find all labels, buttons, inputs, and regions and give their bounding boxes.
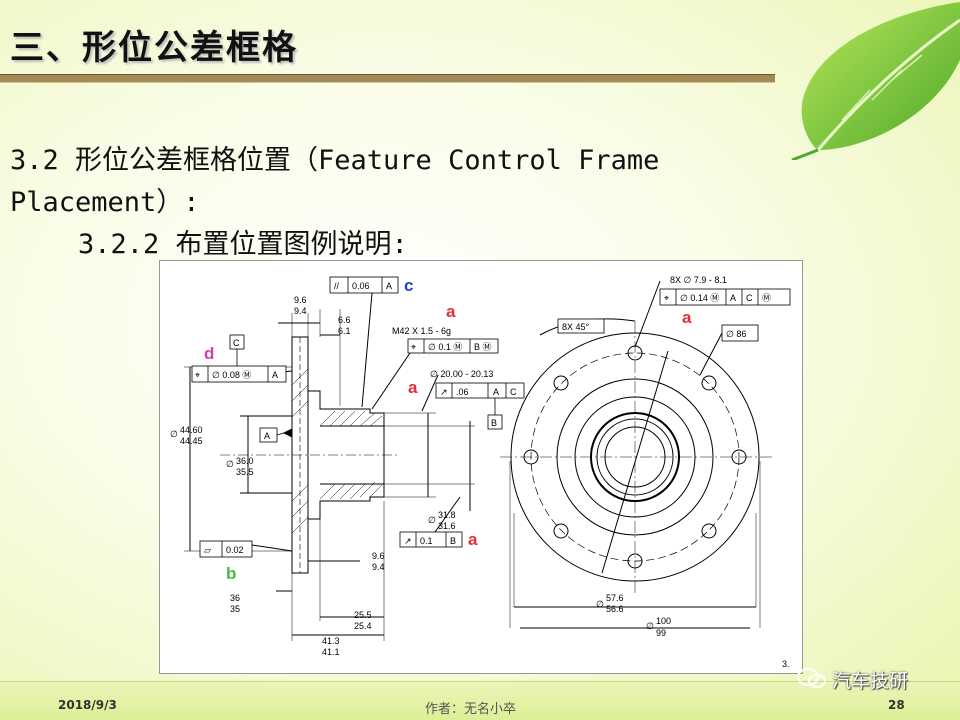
- dim-99: 99: [656, 628, 666, 638]
- runout20-datum-a: A: [493, 387, 499, 397]
- pos8x-symbol: ⌖: [664, 293, 669, 303]
- dim-31-8: 31.8: [438, 510, 456, 520]
- pos8x-datum-a: A: [730, 293, 736, 303]
- pos-d-value: ∅ 0.08 Ⓜ: [212, 370, 251, 380]
- dim-6-6: 6.6: [338, 315, 351, 325]
- slide-title: 三、形位公差框格: [10, 28, 298, 68]
- dim-25-4: 25.4: [354, 621, 372, 631]
- dim-44-45: 44.45: [180, 436, 203, 446]
- dim-25-5: 25.5: [354, 610, 372, 620]
- footer-date: 2018/9/3: [58, 698, 117, 712]
- dim-35: 35: [230, 604, 240, 614]
- pos-m42-symbol: ⌖: [411, 342, 416, 352]
- subsection-heading: 3.2.2 布置位置图例说明:: [78, 229, 408, 260]
- runout20-value: .06: [456, 387, 469, 397]
- dim-m42: M42 X 1.5 - 6g: [392, 326, 451, 336]
- dim-36-0: 36.0: [236, 456, 254, 466]
- pos8x-value: ∅ 0.14 Ⓜ: [680, 293, 719, 303]
- dim-44-60: 44.60: [180, 425, 203, 435]
- dim-20: ∅ 20.00 - 20.13: [430, 369, 493, 379]
- dim-dia-44: ∅: [170, 429, 178, 439]
- runout31-datum: B: [450, 536, 456, 546]
- pos-m42-datum: B Ⓜ: [474, 342, 492, 352]
- label-b: b: [226, 564, 236, 583]
- dim-holes: 8X ∅ 7.9 - 8.1: [670, 275, 727, 285]
- pos8x-mod: Ⓜ: [762, 293, 771, 303]
- datum-b: B: [491, 418, 497, 428]
- dim-angle: 8X 45°: [562, 322, 590, 332]
- engineering-drawing: // 0.06 A ⌖ ∅ 0.1 Ⓜ B Ⓜ ↗ .06 A C B ⌖ ∅ …: [159, 260, 803, 674]
- dim-31-6: 31.6: [438, 521, 456, 531]
- corner-mark: 3.: [782, 659, 790, 669]
- title-rule: [0, 74, 775, 83]
- datum-a: A: [264, 431, 270, 441]
- dim-56-6: 56.6: [606, 604, 624, 614]
- label-a-2: a: [408, 378, 418, 397]
- dim-9-6-top: 9.6: [294, 295, 307, 305]
- dim-9-4-bot: 9.4: [372, 562, 385, 572]
- subtitle-line1: 3.2 形位公差框格位置（Feature Control Frame: [10, 145, 660, 176]
- dim-9-4-top: 9.4: [294, 306, 307, 316]
- dim-100: 100: [656, 616, 671, 626]
- footer-band: [0, 682, 960, 720]
- dim-41-3: 41.3: [322, 636, 340, 646]
- label-a-1: a: [446, 302, 456, 321]
- label-d: d: [204, 344, 214, 363]
- drawing-svg: // 0.06 A ⌖ ∅ 0.1 Ⓜ B Ⓜ ↗ .06 A C B ⌖ ∅ …: [170, 275, 791, 669]
- parallel-symbol: //: [334, 281, 340, 291]
- dim-35-5: 35.5: [236, 467, 254, 477]
- dim-86: ∅ 86: [726, 329, 746, 339]
- datum-c: C: [233, 338, 240, 348]
- runout20-symbol: ↗: [440, 387, 448, 397]
- dim-dia-36: ∅: [226, 459, 234, 469]
- parallel-value: 0.06: [352, 281, 370, 291]
- dim-6-1: 6.1: [338, 326, 351, 336]
- pos8x-datum-c: C: [746, 293, 753, 303]
- runout20-datum-c: C: [510, 387, 517, 397]
- footer-author: 作者：无名小卒: [425, 702, 517, 717]
- pos-m42-value: ∅ 0.1 Ⓜ: [428, 342, 462, 352]
- label-a-4: a: [682, 308, 692, 327]
- dim-36: 36: [230, 593, 240, 603]
- dim-dia-100: ∅: [646, 621, 654, 631]
- runout31-value: 0.1: [420, 536, 433, 546]
- pos-d-datum: A: [272, 370, 278, 380]
- dim-41-1: 41.1: [322, 647, 340, 657]
- dim-9-6-bot: 9.6: [372, 551, 385, 561]
- label-c: c: [404, 276, 413, 295]
- dim-dia-57: ∅: [596, 599, 604, 609]
- footer-page-number: 28: [888, 698, 905, 712]
- flat-symbol: ▱: [204, 545, 211, 555]
- leaf-icon: [791, 2, 960, 160]
- brand-watermark: 汽车技研: [832, 670, 909, 692]
- subtitle-line2: Placement）:: [10, 187, 200, 218]
- dim-dia-31: ∅: [428, 515, 436, 525]
- runout31-symbol: ↗: [404, 536, 412, 546]
- pos-d-symbol: ⌖: [195, 370, 200, 380]
- label-a-3: a: [468, 530, 478, 549]
- wechat-icon: [797, 668, 826, 688]
- dim-57-6: 57.6: [606, 593, 624, 603]
- parallel-datum: A: [386, 281, 392, 291]
- flat-value: 0.02: [226, 545, 244, 555]
